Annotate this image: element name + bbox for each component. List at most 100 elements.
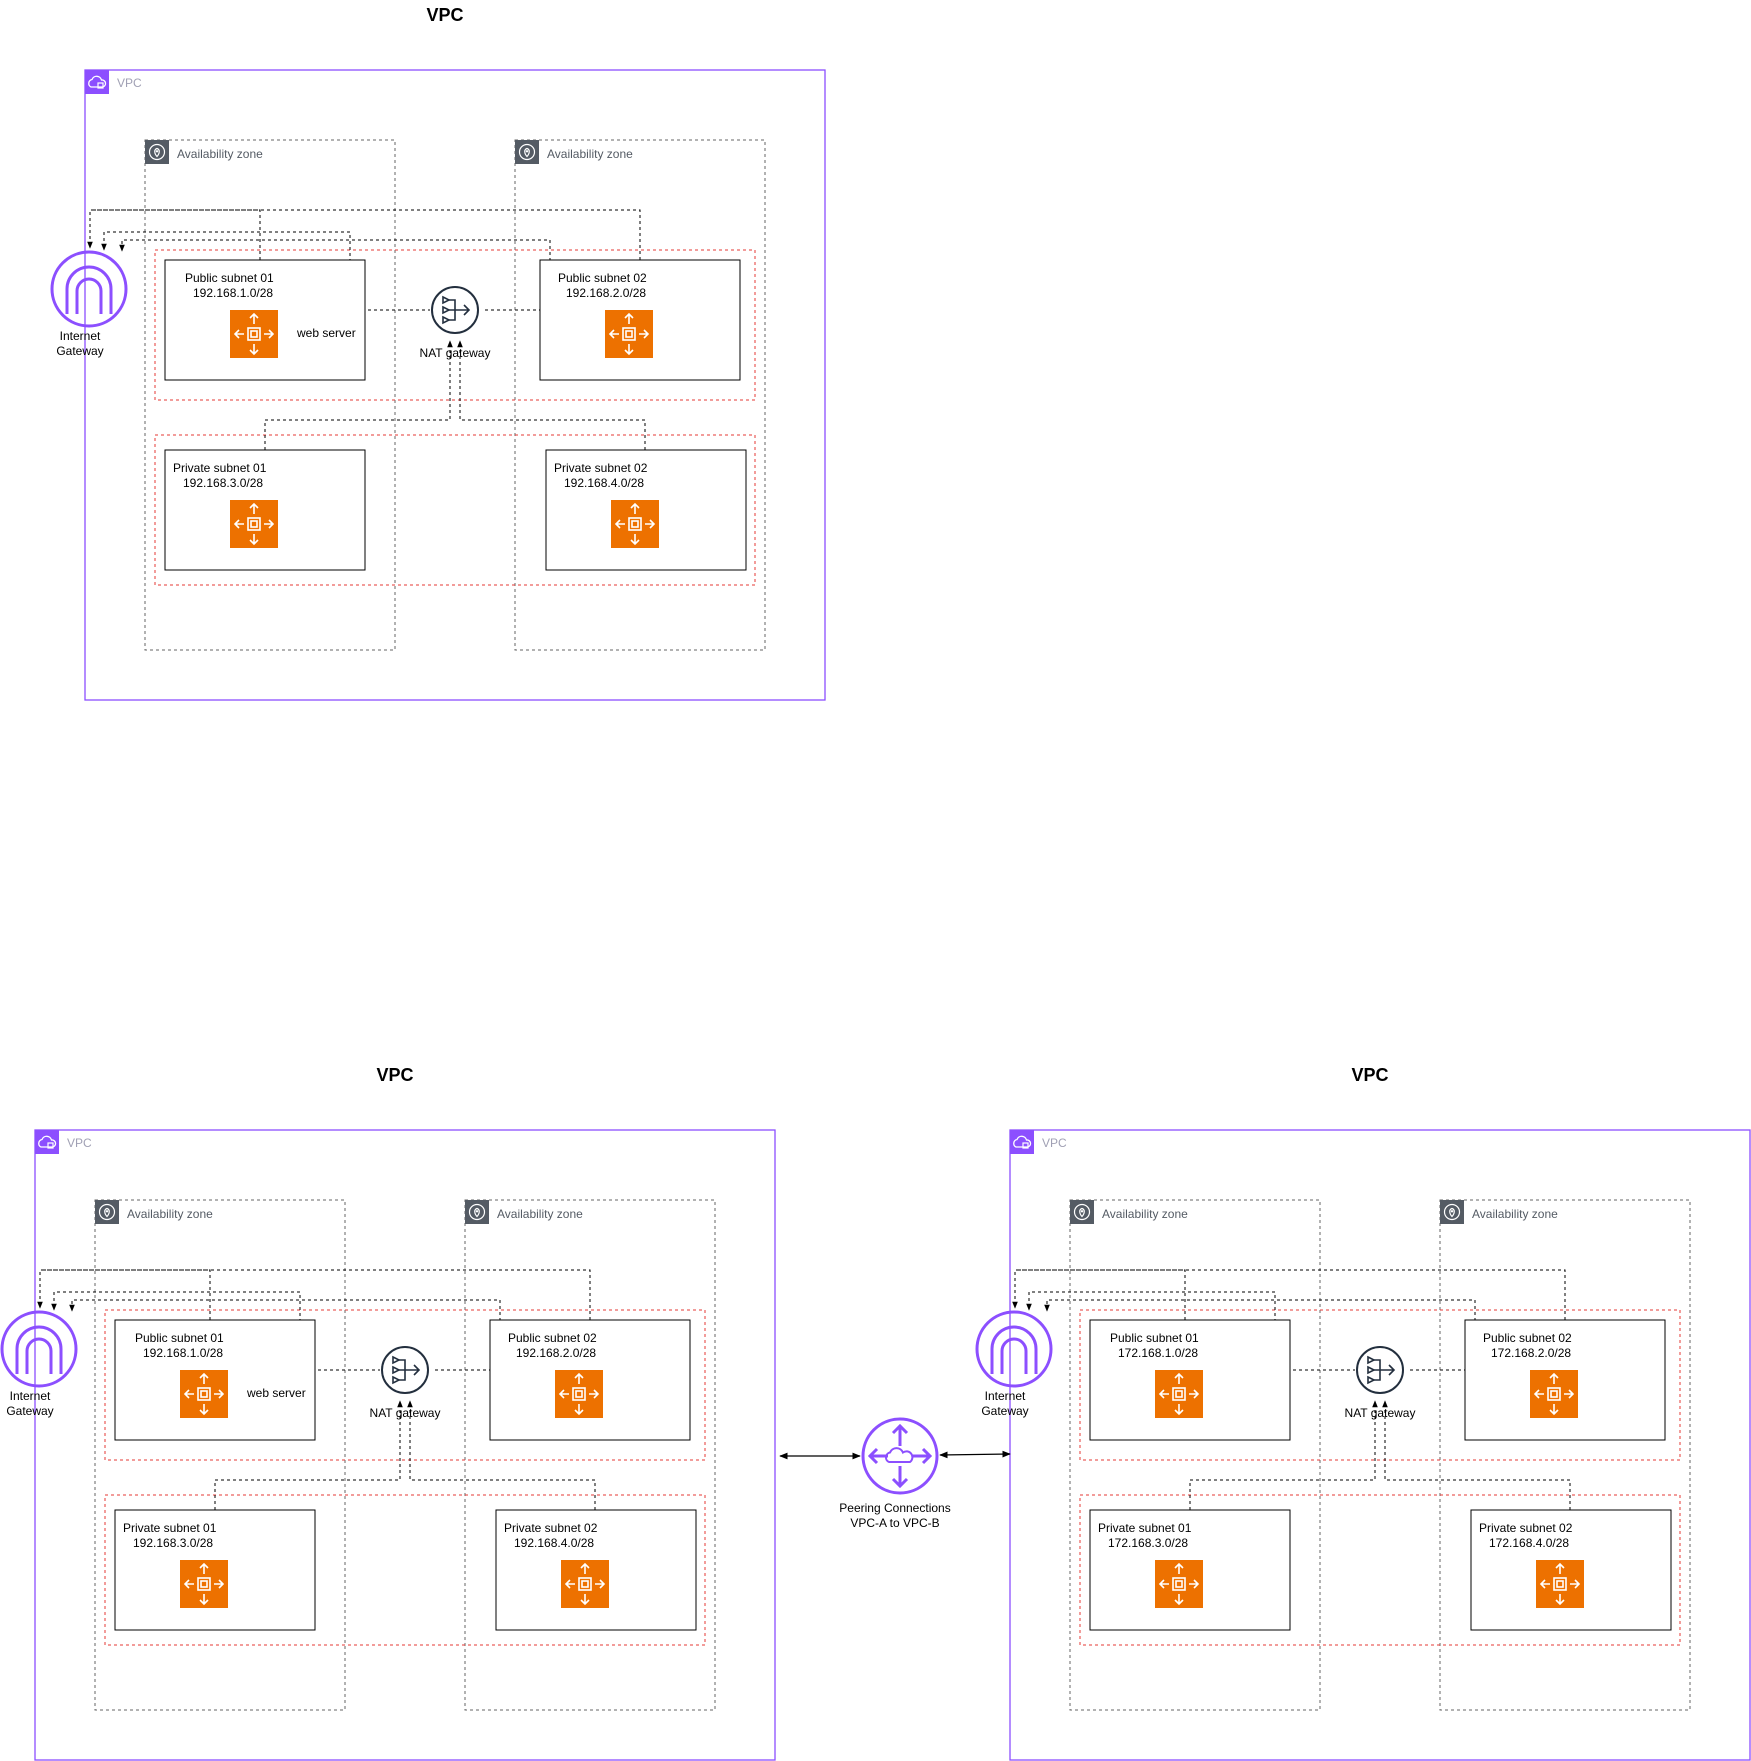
internet-gateway-label: Gateway (56, 344, 103, 358)
subnet-name: Private subnet 02 (1479, 1521, 1573, 1535)
vpc-container-label: VPC (117, 76, 142, 90)
vpc-cloud-icon (35, 1130, 59, 1154)
subnet-name: Private subnet 02 (554, 461, 648, 475)
ec2-instance-icon (1155, 1370, 1203, 1418)
internet-gateway-label: Gateway (6, 1404, 53, 1418)
location-pin-icon (465, 1200, 489, 1224)
subnet-name: Private subnet 02 (504, 1521, 598, 1535)
peering-label-line1: Peering Connections (839, 1501, 950, 1515)
nat-gateway-icon (381, 1346, 429, 1394)
connector (119, 239, 551, 311)
nat-gateway-icon (1356, 1346, 1404, 1394)
ec2-instance-icon (605, 310, 653, 358)
subnet-cidr: 192.168.1.0/28 (143, 1346, 223, 1360)
subnet-cidr: 172.168.4.0/28 (1489, 1536, 1569, 1550)
ec2-instance-icon (611, 500, 659, 548)
private-subnet-group (1079, 1494, 1681, 1646)
web-server-label: web server (246, 1386, 306, 1400)
subnet-cidr: 172.168.1.0/28 (1118, 1346, 1198, 1360)
internet-gateway-label: Internet (10, 1389, 51, 1403)
connector (1044, 1299, 1476, 1371)
ec2-instance-icon (1155, 1560, 1203, 1608)
availability-zone-label: Availability zone (1472, 1207, 1558, 1221)
availability-zone (144, 139, 396, 651)
connector (1015, 1269, 1566, 1320)
peering-link-right (939, 1450, 1011, 1459)
subnet-name: Public subnet 01 (1110, 1331, 1199, 1345)
subnet-cidr: 192.168.2.0/28 (566, 286, 646, 300)
availability-zone-label: Availability zone (177, 147, 263, 161)
availability-zone-label: Availability zone (497, 1207, 583, 1221)
subnet-name: Public subnet 02 (1483, 1331, 1572, 1345)
connector (40, 1269, 591, 1320)
subnet-cidr: 192.168.2.0/28 (516, 1346, 596, 1360)
vpc-container (84, 69, 826, 701)
nat-gateway-label: NAT gateway (1345, 1406, 1416, 1420)
internet-gateway-label: Internet (60, 329, 101, 343)
connections (87, 209, 646, 450)
internet-gateway-icon (50, 250, 128, 328)
nat-gateway-label: NAT gateway (370, 1406, 441, 1420)
ec2-instance-icon (555, 1370, 603, 1418)
public-subnet-group (154, 249, 756, 401)
vpc-title: VPC (376, 1065, 413, 1085)
subnet-cidr: 192.168.3.0/28 (133, 1536, 213, 1550)
availability-zone (464, 1199, 716, 1711)
location-pin-icon (145, 140, 169, 164)
subnet-cidr: 172.168.2.0/28 (1491, 1346, 1571, 1360)
connector (1012, 1269, 1186, 1320)
connector (264, 340, 453, 450)
availability-zone (514, 139, 766, 651)
connector (407, 1400, 596, 1510)
public-subnet-group (104, 1309, 706, 1461)
subnet-cidr: 192.168.1.0/28 (193, 286, 273, 300)
peering-connection-icon (861, 1417, 939, 1495)
connector (37, 1269, 211, 1320)
internet-gateway-icon (0, 1310, 78, 1388)
subnet-cidr: 192.168.4.0/28 (564, 476, 644, 490)
vpc-title: VPC (1351, 1065, 1388, 1085)
availability-zone-label: Availability zone (1102, 1207, 1188, 1221)
ec2-instance-icon (180, 1560, 228, 1608)
vpc-container (34, 1129, 776, 1761)
location-pin-icon (515, 140, 539, 164)
nat-gateway-label: NAT gateway (420, 346, 491, 360)
vpc-cloud-icon (1010, 1130, 1034, 1154)
private-subnet-group (104, 1494, 706, 1646)
ec2-instance-icon (1536, 1560, 1584, 1608)
internet-gateway-label: Internet (985, 1389, 1026, 1403)
ec2-instance-icon (230, 310, 278, 358)
availability-zone (1069, 1199, 1321, 1711)
connector (457, 340, 646, 450)
availability-zone-label: Availability zone (127, 1207, 213, 1221)
subnet-name: Public subnet 01 (135, 1331, 224, 1345)
connector (1189, 1400, 1378, 1510)
location-pin-icon (1070, 1200, 1094, 1224)
ec2-instance-icon (180, 1370, 228, 1418)
vpc-title: VPC (426, 5, 463, 25)
subnet-name: Public subnet 02 (558, 271, 647, 285)
web-server-label: web server (296, 326, 356, 340)
vpc-container (1009, 1129, 1751, 1761)
connector (90, 209, 641, 260)
availability-zone-label: Availability zone (547, 147, 633, 161)
subnet-name: Public subnet 02 (508, 1331, 597, 1345)
availability-zone (94, 1199, 346, 1711)
private-subnet-group (154, 434, 756, 586)
vpc-diagram: VPC VPC Availability zone Availability zone… (50, 5, 826, 701)
connector (1382, 1400, 1571, 1510)
